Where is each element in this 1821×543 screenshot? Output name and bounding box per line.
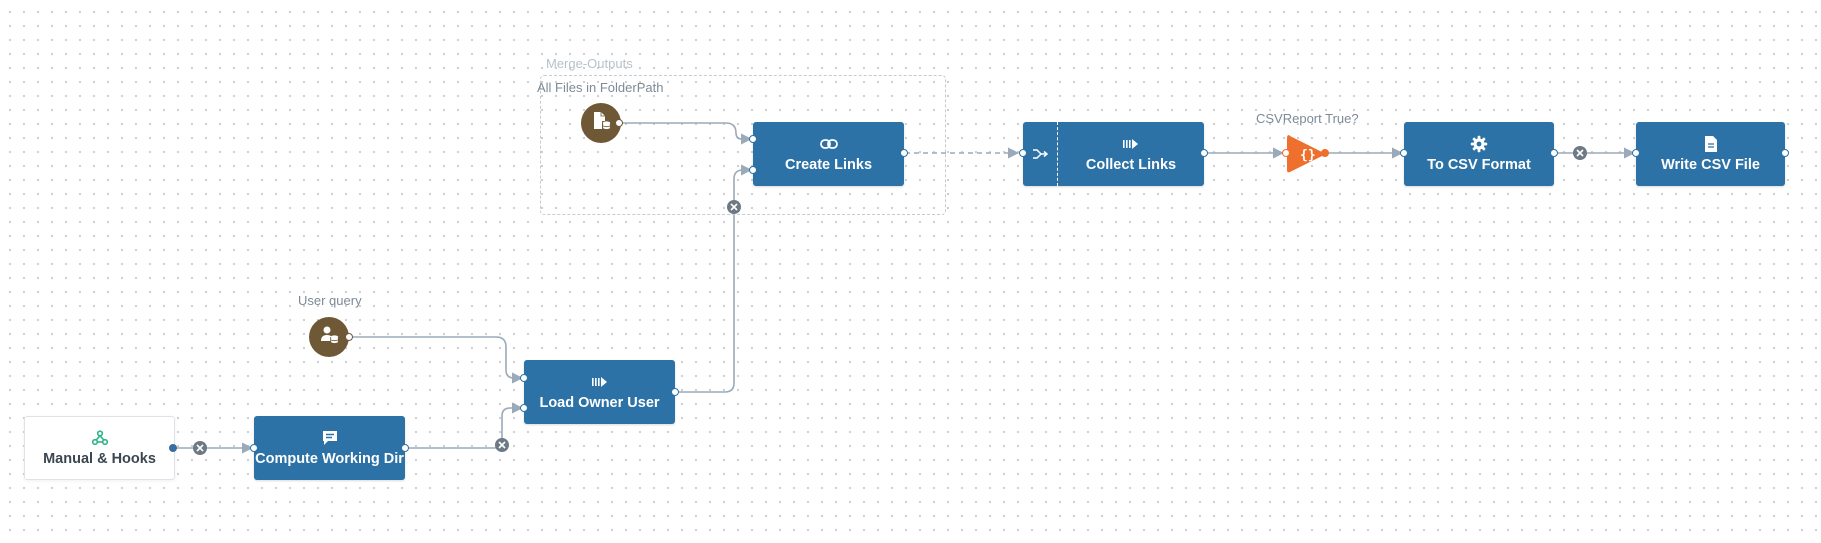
braces-icon: {} (1300, 148, 1316, 163)
edge-allfiles-to-create (619, 122, 753, 145)
write-csv-file-title: Write CSV File (1661, 157, 1760, 173)
stream-arrow-icon (1122, 135, 1140, 153)
stream-arrow-icon (591, 373, 609, 391)
close-icon (498, 441, 506, 449)
all-files-source-node[interactable] (581, 103, 621, 143)
file-database-icon (590, 110, 612, 137)
write-csv-output-port[interactable] (1781, 149, 1789, 157)
merge-outputs-group[interactable] (540, 75, 946, 215)
user-query-output-port[interactable] (345, 333, 353, 341)
compute-input-port[interactable] (250, 444, 258, 452)
node-divider (1057, 122, 1058, 186)
compute-output-port[interactable] (401, 444, 409, 452)
create-links-input-port-2[interactable] (749, 166, 757, 174)
edge-load-to-create (675, 164, 753, 393)
user-query-label: User query (298, 293, 362, 308)
load-output-port[interactable] (671, 388, 679, 396)
webhook-icon (91, 429, 109, 447)
compute-working-dir-title: Compute Working Dir (255, 451, 404, 467)
file-icon (1703, 135, 1719, 153)
filter-input-port[interactable] (1282, 149, 1290, 157)
collect-links-output-port[interactable] (1200, 149, 1208, 157)
csv-report-label: CSVReport True? (1256, 111, 1359, 126)
write-csv-file-node[interactable]: Write CSV File (1636, 122, 1785, 186)
to-csv-output-port[interactable] (1550, 149, 1558, 157)
remove-edge-button[interactable] (1573, 146, 1587, 160)
collect-links-node[interactable]: Collect Links (1023, 122, 1204, 186)
create-links-title: Create Links (784, 157, 873, 173)
edge-userquery-to-load (349, 336, 524, 384)
create-links-node[interactable]: Create Links (753, 122, 904, 186)
to-csv-format-node[interactable]: To CSV Format (1404, 122, 1554, 186)
manual-hooks-output-port[interactable] (169, 444, 177, 452)
gear-icon (1470, 135, 1488, 153)
to-csv-input-port[interactable] (1400, 149, 1408, 157)
filter-output-port[interactable] (1321, 149, 1329, 157)
write-csv-input-port[interactable] (1632, 149, 1640, 157)
all-files-output-port[interactable] (615, 119, 623, 127)
close-icon (730, 203, 738, 211)
group-title: Merge-Outputs (546, 56, 633, 71)
to-csv-format-title: To CSV Format (1427, 157, 1531, 173)
user-query-source-node[interactable] (309, 317, 349, 357)
collect-links-title: Collect Links (1085, 157, 1177, 173)
collect-links-input-port[interactable] (1019, 149, 1027, 157)
load-owner-user-node[interactable]: Load Owner User (524, 360, 675, 424)
remove-edge-button[interactable] (495, 438, 509, 452)
load-input-port-1[interactable] (520, 374, 528, 382)
all-files-label: All Files in FolderPath (537, 80, 664, 95)
manual-hooks-title: Manual & Hooks (43, 451, 156, 467)
remove-edge-button[interactable] (193, 441, 207, 455)
create-links-output-port[interactable] (900, 149, 908, 157)
user-database-icon (318, 324, 340, 351)
load-input-port-2[interactable] (520, 404, 528, 412)
remove-edge-button[interactable] (727, 200, 741, 214)
close-icon (1576, 149, 1584, 157)
link-icon (819, 135, 838, 153)
manual-hooks-node[interactable]: Manual & Hooks (24, 416, 175, 480)
merge-toggle[interactable] (1023, 122, 1057, 186)
compute-working-dir-node[interactable]: Compute Working Dir (254, 416, 405, 480)
csv-report-filter-node[interactable]: {} (1285, 132, 1327, 176)
chat-bubble-icon (321, 429, 339, 447)
load-owner-user-title: Load Owner User (539, 395, 660, 411)
merge-arrow-icon (1033, 149, 1048, 159)
close-icon (196, 444, 204, 452)
create-links-input-port-1[interactable] (749, 135, 757, 143)
